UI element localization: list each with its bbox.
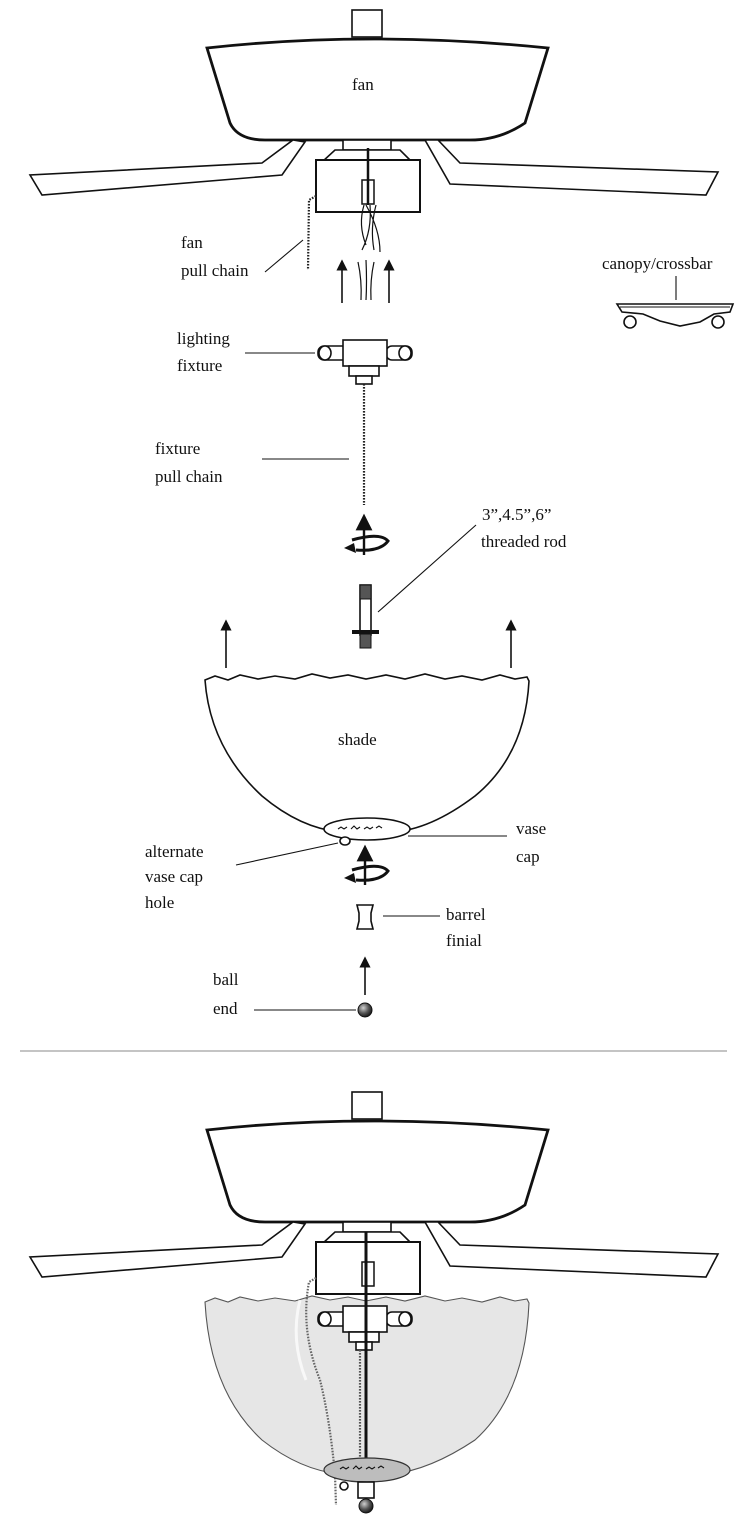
fan-blade-left-assembled [28, 1221, 307, 1278]
canopy-crossbar-label: canopy/crossbar [602, 254, 713, 273]
fan-pull-chain-label-1: fan [181, 233, 203, 252]
assembled-view [28, 1091, 720, 1514]
shade [204, 673, 530, 833]
fixture-pull-chain-label-2: pull chain [155, 467, 223, 486]
ball-end-label-2: end [213, 999, 238, 1018]
fan-blade-left [28, 139, 307, 196]
barrel-finial-label-1: barrel [446, 905, 486, 924]
fan-pull-chain-leader [264, 239, 304, 273]
switch-wires [360, 204, 381, 253]
alternate-vase-cap-hole-label-2: vase cap [145, 867, 203, 886]
ball-end-label-1: ball [213, 970, 239, 989]
barrel-finial-label-2: finial [446, 931, 482, 950]
fan-pull-chain-assembled [305, 1277, 338, 1506]
threaded-rod-label-2: threaded rod [481, 532, 567, 551]
alternate-vase-cap-hole-label-1: alternate [145, 842, 204, 861]
canopy-crossbar [615, 303, 735, 329]
fan-motor-housing [205, 9, 550, 142]
barrel-finial [355, 904, 375, 930]
fixture-wires [357, 259, 375, 301]
threaded-rod-label-1: 3”,4.5”,6” [482, 505, 551, 524]
alternate-vase-cap-hole-label-3: hole [145, 893, 174, 912]
alternate-vase-cap-hole-leader [235, 842, 339, 866]
lighting-fixture-label-2: fixture [177, 356, 222, 375]
rotate-arrow-icon-2 [344, 844, 390, 885]
vase-cap-assembled [323, 1457, 411, 1483]
wire-reflection [294, 1299, 308, 1381]
threaded-rod [352, 584, 379, 649]
ball-end-assembled [358, 1498, 374, 1514]
fan-blade-right-assembled [423, 1221, 720, 1278]
alternate-vase-cap-hole [339, 836, 351, 846]
vase-cap-label-1: vase [516, 819, 546, 838]
rotate-arrow-icon [344, 513, 390, 555]
vase-cap-label-2: cap [516, 847, 540, 866]
switch-housing-assembled [315, 1221, 421, 1295]
fan-motor-housing-assembled [205, 1091, 550, 1224]
fixture-pull-chain-label-1: fixture [155, 439, 200, 458]
shade-label: shade [338, 730, 377, 749]
switch-housing [315, 139, 421, 213]
exploded-view: fan fan pull chain canopy/crossbar [28, 9, 735, 1018]
fan-pull-chain [306, 195, 317, 271]
alternate-hole-screw-assembled [339, 1481, 349, 1491]
barrel-finial-assembled [357, 1481, 375, 1499]
lighting-fixture [317, 339, 413, 385]
ball-end [357, 1002, 373, 1018]
vase-cap-pattern [339, 1465, 385, 1470]
fan-label: fan [352, 75, 374, 94]
fan-pull-chain-label-2: pull chain [181, 261, 249, 280]
lighting-fixture-label-1: lighting [177, 329, 230, 348]
vase-cap [323, 817, 411, 841]
fan-blade-right [423, 139, 720, 196]
threaded-rod-leader [377, 524, 477, 613]
